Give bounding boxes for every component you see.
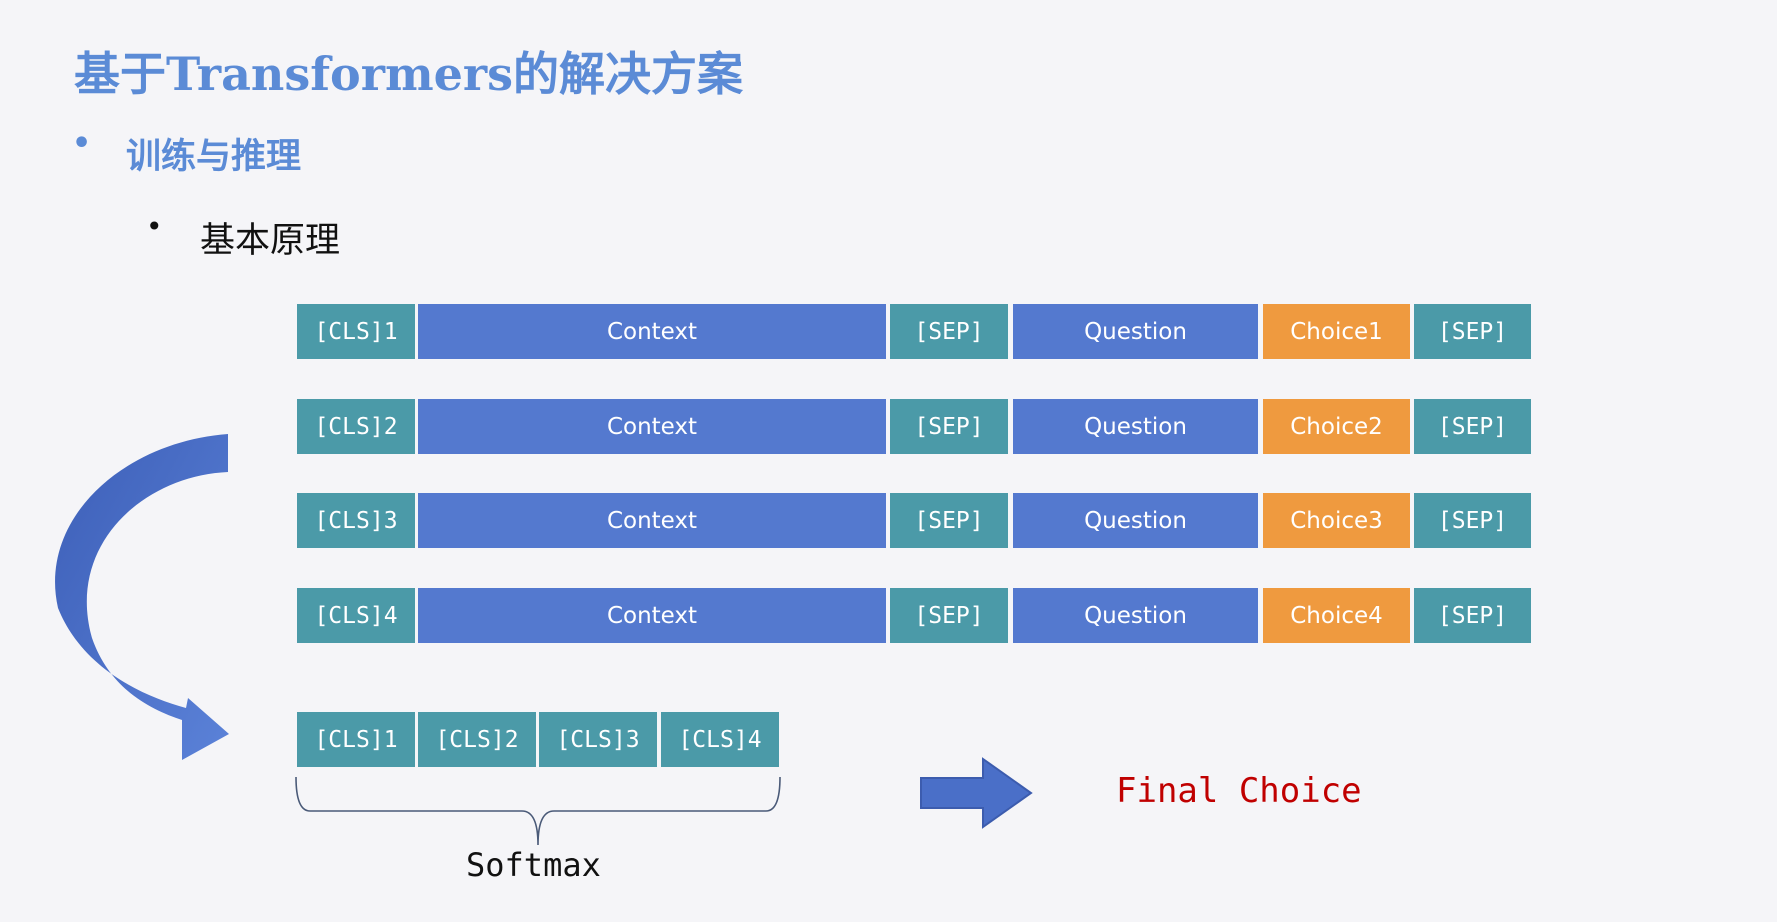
cls-output-token: [CLS]4 xyxy=(661,712,779,767)
curved-arrow-icon xyxy=(55,434,230,760)
sep-token: [SEP] xyxy=(1414,588,1531,643)
question-segment: Question xyxy=(1013,588,1258,643)
sep-token: [SEP] xyxy=(890,588,1008,643)
bullet-level2-text: 基本原理 xyxy=(200,221,341,261)
sep-token: [SEP] xyxy=(890,493,1008,548)
cls-output-token: [CLS]3 xyxy=(539,712,657,767)
bullet-level1-text: 训练与推理 xyxy=(126,137,302,177)
sep-token: [SEP] xyxy=(1414,399,1531,454)
context-segment: Context xyxy=(418,304,886,359)
sep-token: [SEP] xyxy=(890,304,1008,359)
bullet-dot: • xyxy=(146,210,163,243)
context-segment: Context xyxy=(418,399,886,454)
cls-token: [CLS]2 xyxy=(297,399,415,454)
cls-token: [CLS]3 xyxy=(297,493,415,548)
cls-output-token: [CLS]2 xyxy=(418,712,536,767)
sep-token: [SEP] xyxy=(890,399,1008,454)
final-choice-label: Final Choice xyxy=(1116,771,1362,811)
choice-segment: Choice1 xyxy=(1263,304,1410,359)
softmax-brace xyxy=(295,776,781,846)
softmax-label: Softmax xyxy=(466,846,601,884)
question-segment: Question xyxy=(1013,399,1258,454)
cls-token: [CLS]4 xyxy=(297,588,415,643)
choice-segment: Choice4 xyxy=(1263,588,1410,643)
right-arrow-icon xyxy=(920,757,1033,829)
question-segment: Question xyxy=(1013,493,1258,548)
question-segment: Question xyxy=(1013,304,1258,359)
choice-segment: Choice2 xyxy=(1263,399,1410,454)
context-segment: Context xyxy=(418,588,886,643)
slide-title: 基于Transformers的解决方案 xyxy=(74,47,744,101)
cls-output-token: [CLS]1 xyxy=(297,712,415,767)
sep-token: [SEP] xyxy=(1414,493,1531,548)
bullet-dot: • xyxy=(72,126,92,161)
sep-token: [SEP] xyxy=(1414,304,1531,359)
context-segment: Context xyxy=(418,493,886,548)
choice-segment: Choice3 xyxy=(1263,493,1410,548)
cls-token: [CLS]1 xyxy=(297,304,415,359)
